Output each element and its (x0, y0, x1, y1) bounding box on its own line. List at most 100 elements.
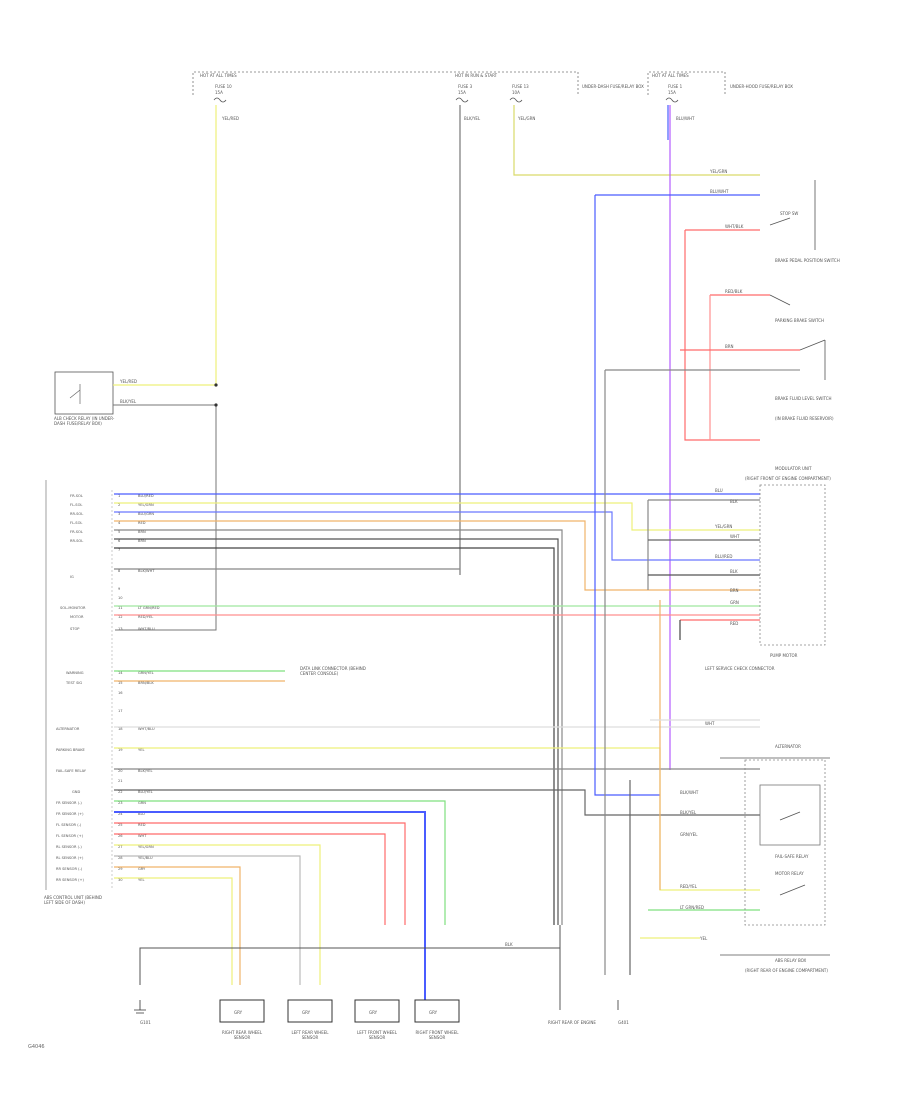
svg-text:BRN: BRN (730, 588, 739, 593)
svg-text:22: 22 (118, 790, 123, 794)
svg-text:RED/YEL: RED/YEL (138, 615, 153, 619)
fuse-symbols (213, 97, 679, 103)
svg-text:WHT/BLK: WHT/BLK (725, 224, 744, 229)
top-wire-4: BLU/WHT (676, 116, 695, 121)
ground-symbols (134, 1000, 619, 1014)
fuse-3-label: FUSE 3 (458, 84, 473, 89)
svg-text:29: 29 (118, 867, 123, 871)
sensor-label-1: RIGHT REAR WHEEL SENSOR (221, 1030, 263, 1040)
abs-control-unit: ABS CONTROL UNIT (BEHIND LEFT SIDE OF DA… (44, 480, 113, 905)
svg-text:YEL: YEL (138, 748, 144, 752)
svg-text:BLU: BLU (715, 488, 723, 493)
svg-text:10: 10 (118, 596, 123, 600)
fuse-box-4-label: HOT AT ALL TIMES (652, 73, 689, 78)
svg-text:6: 6 (118, 539, 121, 543)
underhood-note: UNDER-HOOD FUSE/RELAY BOX (730, 84, 793, 89)
svg-text:GRY: GRY (234, 1010, 243, 1015)
fuse-1-rating: 15A (668, 90, 676, 95)
svg-text:BLK/YEL: BLK/YEL (138, 769, 153, 773)
svg-text:RED/YEL: RED/YEL (680, 884, 698, 889)
svg-text:BLU/YEL: BLU/YEL (138, 790, 153, 794)
ground-g401: G401 (618, 1020, 629, 1025)
svg-text:11: 11 (118, 606, 123, 610)
svg-text:WHT/BLU: WHT/BLU (138, 627, 155, 631)
svg-text:1: 1 (118, 494, 120, 498)
svg-text:YEL/GRN: YEL/GRN (138, 503, 154, 507)
svg-text:FR SENSOR (+): FR SENSOR (+) (56, 812, 84, 816)
svg-text:BLU/RED: BLU/RED (715, 554, 732, 559)
svg-text:FL SENSOR (-): FL SENSOR (-) (56, 823, 82, 827)
svg-text:27: 27 (118, 845, 123, 849)
fuse-13-label: FUSE 13 (512, 84, 529, 89)
svg-text:PARKING BRAKE SWITCH: PARKING BRAKE SWITCH (775, 318, 824, 323)
ecm-harness (114, 493, 760, 1000)
svg-text:RL SENSOR (-): RL SENSOR (-) (56, 845, 82, 849)
svg-text:GRY: GRY (369, 1010, 378, 1015)
fuse-1-label: FUSE 1 (668, 84, 683, 89)
right-component-labels: STOP SW BRAKE PEDAL POSITION SWITCH PARK… (705, 211, 840, 973)
svg-text:BLU/WHT: BLU/WHT (710, 189, 729, 194)
svg-text:ALTERNATOR: ALTERNATOR (56, 727, 80, 731)
svg-text:FR-SOL: FR-SOL (70, 494, 83, 498)
svg-text:24: 24 (118, 812, 123, 816)
sensor-label-3: LEFT FRONT WHEEL SENSOR (357, 1030, 397, 1040)
svg-text:8: 8 (118, 569, 121, 573)
svg-text:19: 19 (118, 748, 123, 752)
svg-text:17: 17 (118, 709, 123, 713)
svg-text:FR-SOL: FR-SOL (70, 530, 83, 534)
svg-text:BLK: BLK (730, 569, 738, 574)
svg-text:BLK: BLK (730, 499, 738, 504)
alb-wire-2: BLK/YEL (120, 399, 137, 404)
svg-text:GRN: GRN (138, 801, 146, 805)
svg-text:28: 28 (118, 856, 123, 860)
abs-control-unit-label: ABS CONTROL UNIT (BEHIND LEFT SIDE OF DA… (44, 895, 102, 905)
svg-text:WHT: WHT (138, 834, 147, 838)
svg-text:GRN: GRN (730, 600, 739, 605)
svg-text:WARNING: WARNING (66, 671, 84, 675)
svg-text:BLU: BLU (138, 812, 145, 816)
svg-text:3: 3 (118, 512, 120, 516)
svg-text:PUMP MOTOR: PUMP MOTOR (770, 653, 798, 658)
svg-text:IG: IG (70, 575, 74, 579)
svg-text:GND: GND (72, 790, 80, 794)
svg-text:BLK/WHT: BLK/WHT (680, 790, 699, 795)
svg-text:SOL-MONITOR: SOL-MONITOR (60, 606, 86, 610)
svg-text:RL SENSOR (+): RL SENSOR (+) (56, 856, 84, 860)
right-trunks (594, 194, 800, 975)
svg-text:YEL: YEL (138, 878, 144, 882)
sensor-label-2: LEFT REAR WHEEL SENSOR (291, 1030, 329, 1040)
svg-text:YEL/GRN: YEL/GRN (709, 169, 727, 174)
svg-text:(IN BRAKE FLUID RESERVOIR): (IN BRAKE FLUID RESERVOIR) (775, 416, 834, 421)
fuse-10-label: FUSE 10 (215, 84, 232, 89)
svg-text:16: 16 (118, 691, 123, 695)
svg-text:GRN/YEL: GRN/YEL (138, 671, 154, 675)
svg-text:WHT: WHT (705, 721, 715, 726)
svg-text:12: 12 (118, 615, 123, 619)
svg-text:FR SENSOR (-): FR SENSOR (-) (56, 801, 82, 805)
fuse-box-underdash (192, 71, 726, 95)
data-link-connector-label: DATA LINK CONNECTOR (BEHIND CENTER CONSO… (300, 666, 366, 676)
svg-text:RED: RED (138, 823, 146, 827)
ground-g101: G101 (140, 1020, 151, 1025)
diagram-code: G4046 (28, 1044, 45, 1050)
svg-text:BLU/GRN: BLU/GRN (138, 512, 154, 516)
svg-text:18: 18 (118, 727, 123, 731)
svg-text:ABS RELAY BOX: ABS RELAY BOX (775, 958, 807, 963)
svg-text:STOP SW: STOP SW (780, 211, 798, 216)
svg-text:YEL/GRN: YEL/GRN (714, 524, 732, 529)
svg-text:15: 15 (118, 681, 123, 685)
underdash-note: UNDER-DASH FUSE/RELAY BOX (582, 84, 644, 89)
power-feeds (215, 105, 760, 770)
svg-text:MOTOR: MOTOR (70, 615, 84, 619)
svg-text:7: 7 (118, 548, 120, 552)
top-wire-labels: YEL/RED BLK/YEL YEL/GRN BLU/WHT (221, 116, 695, 121)
svg-text:BRN: BRN (138, 539, 146, 543)
svg-text:LEFT SERVICE CHECK CONNECTOR: LEFT SERVICE CHECK CONNECTOR (705, 666, 775, 671)
alb-check-relay: YEL/RED BLK/YEL ALB CHECK RELAY (IN UNDE… (54, 371, 218, 631)
svg-text:GRY: GRY (302, 1010, 311, 1015)
svg-text:BLK/YEL: BLK/YEL (680, 810, 697, 815)
fuse-box-1-label: HOT AT ALL TIMES (200, 73, 237, 78)
svg-text:13: 13 (118, 627, 123, 631)
svg-text:RR SENSOR (-): RR SENSOR (-) (56, 867, 83, 871)
svg-text:RED: RED (730, 621, 738, 626)
